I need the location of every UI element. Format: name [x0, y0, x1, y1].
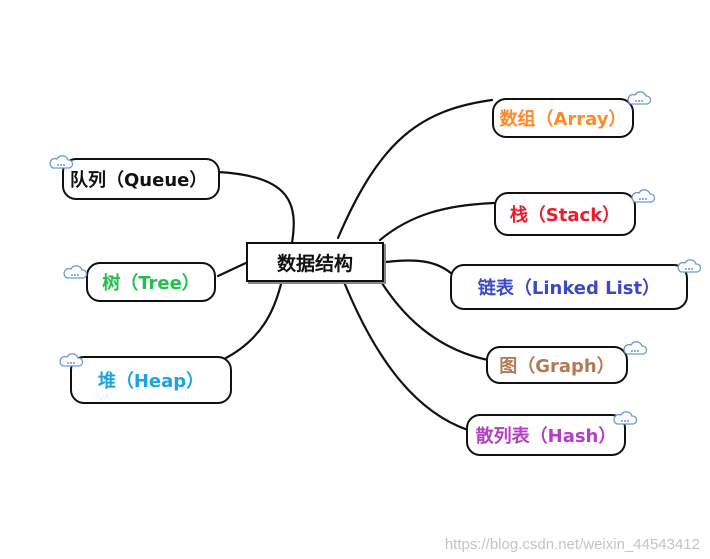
node-hash-label: 散列表（Hash）: [475, 426, 617, 447]
cloud-icon[interactable]: [626, 90, 652, 106]
connector-hash: [342, 280, 470, 432]
connector-heap: [220, 278, 284, 362]
cloud-icon[interactable]: [676, 258, 702, 274]
connector-tree: [216, 260, 250, 278]
node-queue-label: 队列（Queue）: [70, 170, 208, 191]
node-hash[interactable]: 散列表（Hash）: [466, 414, 626, 456]
node-stack-label: 栈（Stack）: [509, 205, 621, 226]
connector-array: [336, 98, 494, 240]
node-linked-list[interactable]: 链表（Linked List）: [450, 264, 688, 310]
cloud-icon[interactable]: [612, 410, 638, 426]
node-stack[interactable]: 栈（Stack）: [494, 192, 636, 236]
cloud-icon[interactable]: [622, 340, 648, 356]
node-heap-label: 堆（Heap）: [97, 371, 205, 392]
node-linked-list-label: 链表（Linked List）: [477, 278, 661, 299]
node-graph[interactable]: 图（Graph）: [486, 346, 628, 384]
cloud-icon[interactable]: [630, 188, 656, 204]
watermark: https://blog.csdn.net/weixin_44543412: [444, 536, 700, 553]
cloud-icon[interactable]: [48, 154, 74, 170]
node-array-label: 数组（Array）: [499, 109, 627, 130]
central-topic-label: 数据结构: [276, 252, 353, 275]
node-graph-label: 图（Graph）: [499, 356, 615, 377]
node-array[interactable]: 数组（Array）: [492, 98, 634, 138]
cloud-icon[interactable]: [58, 352, 84, 368]
central-topic[interactable]: 数据结构: [246, 242, 384, 282]
connector-stack: [378, 201, 496, 242]
connector-linked: [384, 259, 454, 276]
connector-graph: [378, 278, 490, 362]
node-queue[interactable]: 队列（Queue）: [62, 158, 220, 200]
node-tree-label: 树（Tree）: [102, 273, 200, 294]
node-tree[interactable]: 树（Tree）: [86, 262, 216, 302]
cloud-icon[interactable]: [62, 264, 88, 280]
node-heap[interactable]: 堆（Heap）: [70, 356, 232, 404]
connector-queue: [216, 170, 295, 245]
